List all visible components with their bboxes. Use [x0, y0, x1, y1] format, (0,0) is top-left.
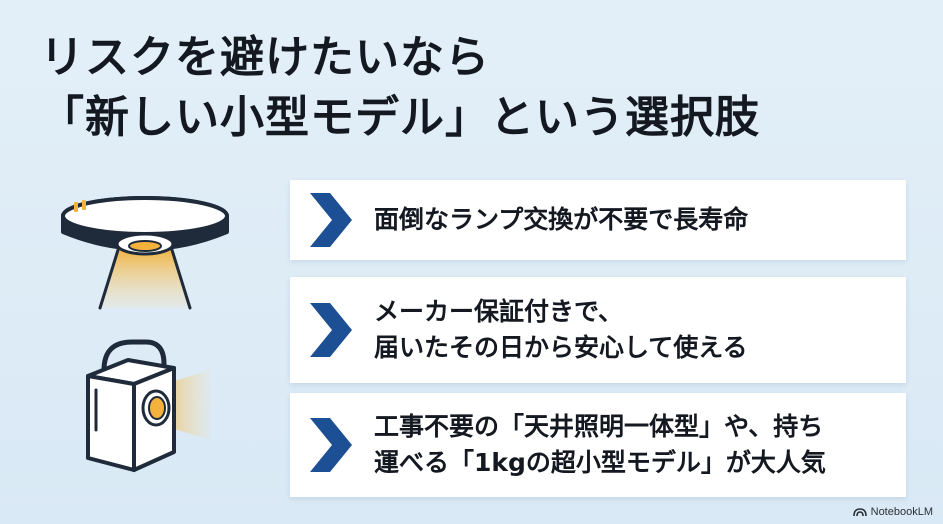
benefit-text: 工事不要の「天井照明一体型」や、持ち 運べる「1kgの超小型モデル」が大人気	[374, 409, 894, 481]
benefit-line: 面倒なランプ交換が不要で長寿命	[374, 205, 749, 234]
benefit-line: 工事不要の「天井照明一体型」や、持ち	[374, 412, 824, 441]
notebooklm-logo-icon	[852, 508, 867, 517]
title-line-1: リスクを避けたいなら	[40, 32, 490, 83]
benefit-text: 面倒なランプ交換が不要で長寿命	[374, 202, 894, 238]
footer-brand: NotebookLM	[852, 506, 933, 518]
benefit-card-1: 面倒なランプ交換が不要で長寿命	[290, 180, 906, 260]
benefit-line: 運べる「1kgの超小型モデル」が大人気	[374, 448, 826, 477]
benefit-text: メーカー保証付きで、 届いたその日から安心して使える	[374, 294, 894, 366]
benefit-line: メーカー保証付きで、	[374, 297, 624, 326]
benefit-line: 届いたその日から安心して使える	[374, 333, 748, 362]
title-line-2: 「新しい小型モデル」という選択肢	[40, 92, 760, 143]
chevron-right-icon	[310, 193, 352, 247]
chevron-right-icon	[310, 303, 352, 357]
icon-column	[40, 180, 250, 500]
benefit-card-2: メーカー保証付きで、 届いたその日から安心して使える	[290, 277, 906, 383]
chevron-right-icon	[310, 418, 352, 472]
slide-title: リスクを避けたいなら 「新しい小型モデル」という選択肢	[40, 28, 920, 148]
footer-brand-text: NotebookLM	[870, 506, 933, 518]
portable-projector-light-icon	[86, 339, 210, 472]
ceiling-light-icon	[61, 196, 229, 310]
benefit-card-3: 工事不要の「天井照明一体型」や、持ち 運べる「1kgの超小型モデル」が大人気	[290, 393, 906, 497]
